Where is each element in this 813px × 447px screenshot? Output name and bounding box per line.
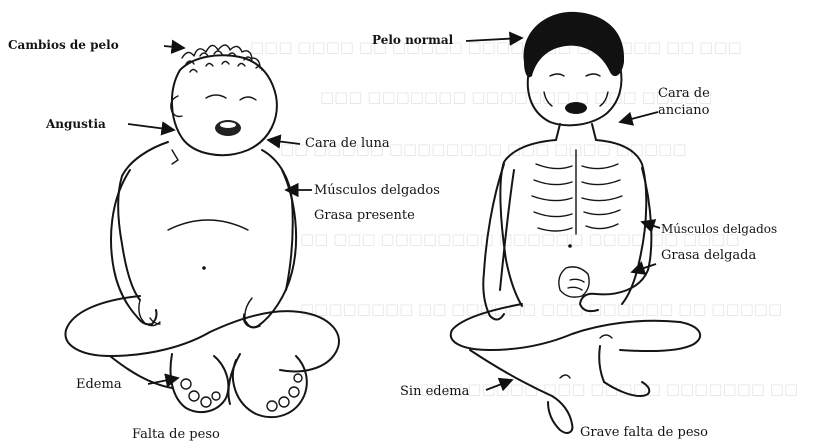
left-child-eye-left (206, 95, 226, 98)
label-distress: Angustia (46, 117, 106, 132)
right-child-neck (556, 124, 596, 140)
right-child-shin-right (599, 346, 604, 382)
right-child-cheek-left (544, 92, 552, 106)
right-child-arm-right (580, 168, 651, 311)
arrow-distress (128, 124, 174, 130)
left-child-toes-left (181, 379, 220, 407)
label-no-edema: Sin edema (400, 384, 469, 399)
label-left-thin-muscles: Músculos delgados (314, 183, 440, 198)
left-child-arm-left (111, 170, 156, 324)
left-child-drawing (65, 45, 338, 417)
left-child-belly (168, 220, 248, 230)
left-child-torso-right (262, 150, 293, 290)
right-child-eye-right (586, 74, 600, 76)
right-child-mouth (565, 102, 587, 114)
label-old-face-1: Cara de (658, 86, 710, 101)
left-child-head (172, 55, 277, 155)
label-right-thin-muscles: Músculos delgados (661, 222, 777, 237)
right-child-shin-left (470, 350, 552, 396)
right-child-cheek-right (600, 92, 608, 106)
right-child-ribs (532, 150, 622, 234)
arrow-hair-change (164, 46, 184, 48)
arrow-no-edema (486, 380, 512, 390)
right-child-navel (568, 244, 572, 248)
label-thin-fat: Grasa delgada (661, 248, 756, 263)
right-child-hand (559, 267, 589, 297)
left-child-eye-right (240, 97, 256, 100)
label-weight-deficit: Falta de peso (132, 427, 220, 442)
right-child-legs (451, 304, 700, 351)
left-child-collar (172, 150, 178, 164)
left-child-legs (65, 296, 338, 371)
label-severe-weight-deficit: Grave falta de peso (580, 425, 708, 440)
left-child-navel (202, 266, 206, 270)
right-child-hair (524, 12, 625, 77)
right-child-torso (500, 140, 646, 306)
right-child-foot-right (604, 382, 649, 396)
arrow-normal-hair (466, 38, 522, 41)
label-edema: Edema (76, 377, 122, 392)
arrow-old-face (620, 112, 658, 122)
right-child-arm-left (483, 164, 514, 320)
right-child-knee-right (600, 335, 612, 338)
arrow-thin-fat (632, 264, 656, 272)
right-child-foot-left (548, 396, 572, 433)
arrow-moon-face (268, 140, 300, 144)
label-fat-present: Grasa presente (314, 208, 415, 223)
left-child-hand-right (244, 298, 261, 328)
label-hair-change: Cambios de pelo (8, 38, 119, 53)
left-child-hair (182, 45, 262, 72)
left-child-foot-right (233, 356, 307, 417)
right-child-eye-left (550, 74, 564, 76)
left-child-foot-left (171, 354, 229, 412)
left-child-arm-right (246, 170, 296, 327)
label-moon-face: Cara de luna (305, 136, 390, 151)
left-child-teeth (220, 122, 236, 128)
left-child-torso (118, 142, 168, 300)
label-old-face-2: anciano (658, 103, 710, 118)
label-normal-hair: Pelo normal (372, 33, 453, 48)
right-child-knee-left (560, 375, 570, 378)
arrow-edema (148, 378, 178, 384)
